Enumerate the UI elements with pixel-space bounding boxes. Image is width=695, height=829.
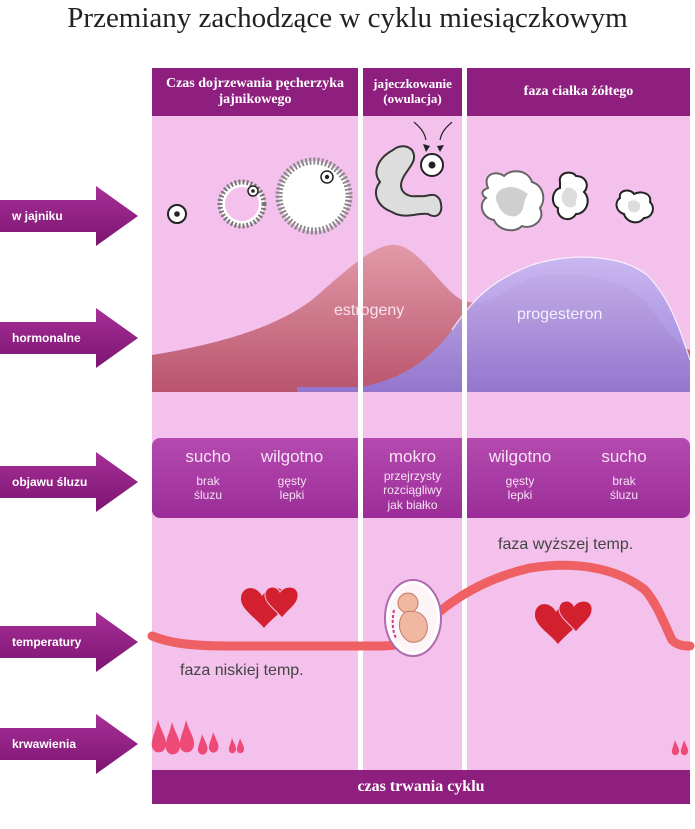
mucus-moist-1-line-2: lepki (279, 488, 305, 503)
column-divider-2 (462, 68, 467, 770)
mucus-wet-line-1: przejrzysty (383, 469, 442, 483)
mucus-moist-1-line-1: gęsty (277, 474, 307, 488)
arrow-bleeding (0, 714, 138, 774)
embryo-icon (384, 579, 442, 657)
mucus-dry-2-line-1: brak (612, 474, 636, 488)
bleeding-drops-left-icon (151, 720, 245, 755)
phase-header-luteal: faza ciałka żółtego (467, 68, 690, 116)
mucus-wet-line-2: rozciągliwy (383, 483, 442, 498)
mucus-wet-desc: przejrzysty rozciągliwy jak białko (363, 469, 462, 512)
row-label-hormones: hormonalne (12, 331, 81, 345)
mucus-wet-line-3: jak białko (387, 497, 438, 512)
corpus-luteum-small-icon (615, 189, 654, 224)
arrow-hormones (0, 308, 138, 368)
phase-label-ovulation: jajeczkowanie (owulacja) (373, 76, 452, 106)
heart-left-icon (240, 586, 299, 628)
phase-label-luteal: faza ciałka żółtego (523, 83, 634, 99)
mucus-dry-1-desc: brak śluzu (178, 474, 238, 503)
phase-header-ovulation: jajeczkowanie (owulacja) (363, 68, 462, 116)
mucus-moist-2-line-1: gęsty (505, 474, 535, 488)
mucus-dry-2-line-2: śluzu (609, 488, 638, 503)
row-label-temperature: temperatury (12, 635, 82, 649)
mucus-moist-2: wilgotno (488, 447, 552, 466)
mucus-wet: mokro (388, 447, 437, 466)
row-label-mucus: objawu śluzu (12, 475, 88, 489)
mucus-dry-1-line-1: brak (196, 474, 220, 488)
mucus-dry-2-desc: brak śluzu (592, 474, 656, 503)
follicle-large-icon (275, 157, 353, 235)
phase-header-follicular: Czas dojrzewania pęcherzyka jajnikowego (152, 68, 358, 116)
page-title: Przemiany zachodzące w cyklu miesiączkow… (67, 2, 628, 34)
estrogen-label: estrogeny (334, 302, 405, 319)
released-egg-icon (413, 121, 453, 177)
column-divider-1 (358, 68, 363, 770)
mucus-band (152, 438, 690, 518)
cycle-duration-footer: czas trwania cyklu (152, 770, 690, 804)
ruptured-follicle-icon (375, 145, 443, 218)
corpus-luteum-large-icon (480, 170, 545, 232)
egg-small-icon (167, 204, 187, 224)
arrow-mucus (0, 452, 138, 512)
progesterone-outline (451, 256, 690, 361)
row-arrows (0, 186, 138, 774)
row-label-bleeding: krwawienia (12, 737, 77, 751)
mucus-dry-2: sucho (601, 447, 647, 466)
arrow-temperature (0, 612, 138, 672)
arrow-ovary (0, 186, 138, 246)
mucus-moist-2-desc: gęsty lepki (478, 474, 562, 503)
footer-label: czas trwania cyklu (357, 778, 485, 795)
hormone-chart (152, 244, 690, 392)
bleeding-drops-right-icon (671, 740, 689, 756)
low-temp-label: faza niskiej temp. (180, 662, 304, 679)
follicle-medium-icon (217, 179, 267, 229)
progesterone-label: progesteron (517, 306, 603, 323)
mucus-moist-1-desc: gęsty lepki (250, 474, 334, 503)
mucus-dry-1-line-2: śluzu (193, 488, 222, 503)
row-label-ovary: w jajniku (12, 209, 63, 223)
mucus-moist-2-line-2: lepki (507, 488, 533, 503)
mucus-dry-1: sucho (185, 447, 231, 466)
temperature-curve (147, 560, 695, 651)
high-temp-label: faza wyższej temp. (498, 536, 634, 553)
heart-right-icon (534, 600, 593, 644)
phase-label-follicular: Czas dojrzewania pęcherzyka jajnikowego (165, 75, 345, 107)
progesterone-area (297, 257, 690, 392)
corpus-luteum-medium-icon (552, 171, 589, 221)
mucus-moist-1: wilgotno (260, 447, 324, 466)
